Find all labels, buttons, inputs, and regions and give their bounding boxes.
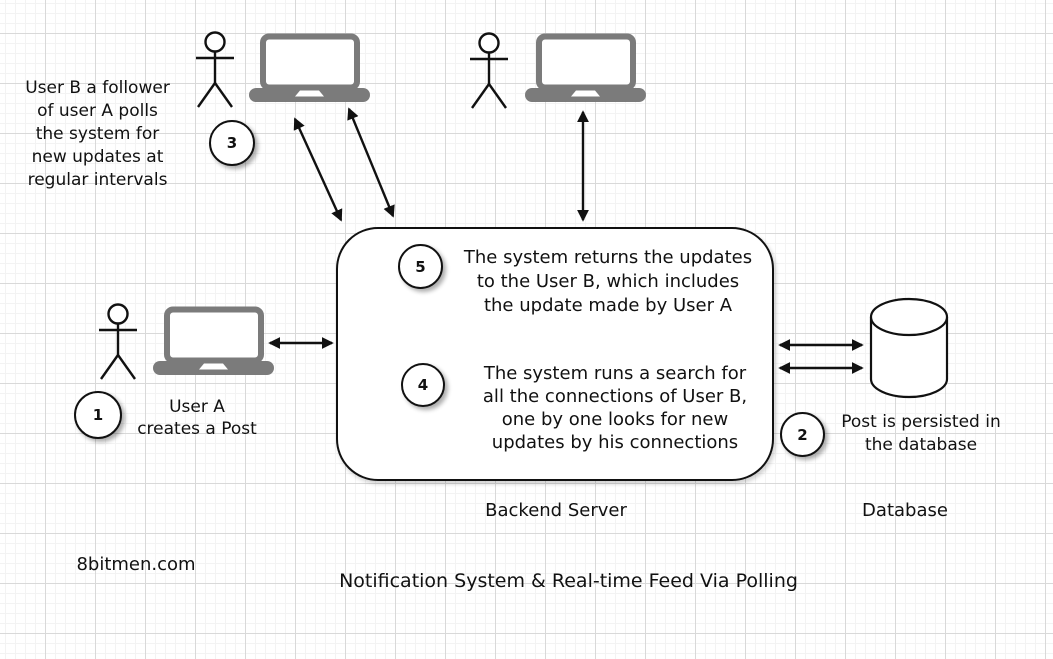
user-a-person-icon <box>99 303 137 380</box>
user-b-person-icon <box>196 31 234 108</box>
watermark-text: 8bitmen.com <box>76 554 196 575</box>
step-badge-2: 2 <box>780 412 825 457</box>
user-a-laptop-icon <box>153 306 274 375</box>
note-user-a-creates: User A creates a Post <box>137 397 257 439</box>
arrow-user-b-poll-2 <box>347 107 395 218</box>
database-cylinder-icon <box>869 297 949 399</box>
second-user-person-icon <box>470 32 508 109</box>
step-badge-1: 1 <box>74 391 122 439</box>
step-badge-3: 3 <box>209 120 255 166</box>
user-b-laptop-icon <box>249 33 370 102</box>
database-label: Database <box>862 500 948 521</box>
server-step-5-text: The system returns the updates to the Us… <box>463 247 753 316</box>
backend-server-label: Backend Server <box>485 500 627 521</box>
arrow-user-b-poll-1 <box>293 117 343 222</box>
step-badge-5: 5 <box>398 244 443 289</box>
note-post-persisted: Post is persisted in the database <box>841 412 1001 455</box>
server-step-4-text: The system runs a search for all the con… <box>482 363 748 453</box>
note-user-b-polls: User B a follower of user A polls the sy… <box>25 78 170 190</box>
step-badge-4: 4 <box>401 363 445 407</box>
second-user-laptop-icon <box>525 33 646 102</box>
diagram-title: Notification System & Real-time Feed Via… <box>339 570 798 592</box>
